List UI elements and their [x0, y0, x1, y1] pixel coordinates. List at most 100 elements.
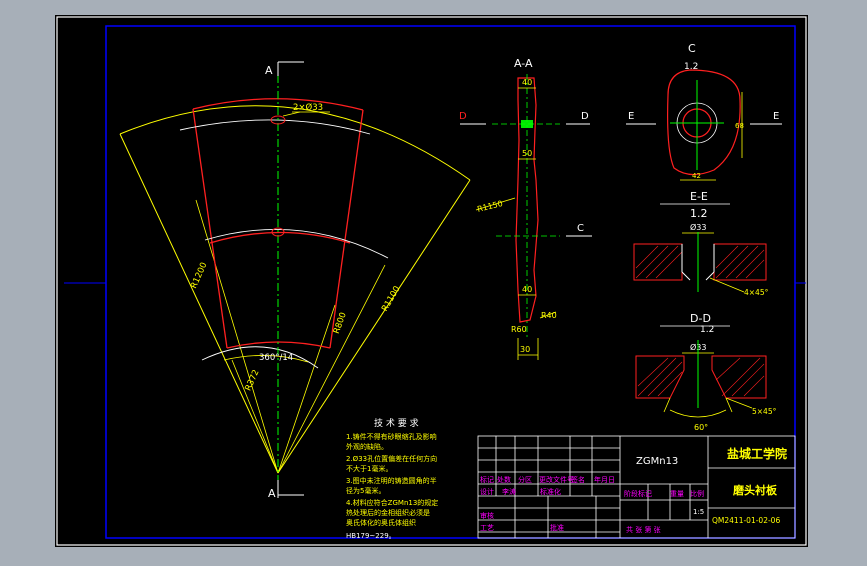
label-c-68: 68	[735, 122, 744, 130]
title-part-name: 磨头衬板	[732, 483, 778, 497]
tech-note-line: 外观的缺陷。	[346, 442, 388, 451]
title-row-label: 年月日	[594, 475, 615, 484]
dim-line-r1200	[195, 199, 279, 474]
title-standard-label: 标准化	[540, 487, 561, 496]
section-aa: A-A 40 50 40 30 R1150 R60 R40 D D C	[459, 57, 592, 360]
arc-r372	[201, 346, 319, 369]
label-section-dd: D-D	[690, 312, 711, 325]
label-a-bottom: A	[268, 487, 276, 500]
tech-note-line: 1.铸件不得有砂眼缩孔及影响	[346, 432, 437, 441]
label-section-aa: A-A	[514, 57, 533, 70]
tech-note-line: 热处理后的金相组织必须是	[346, 508, 430, 517]
label-aa-30: 30	[520, 345, 530, 354]
title-material: ZGMn13	[636, 456, 678, 467]
dim-dd-angle-arc	[669, 409, 727, 418]
title-sheets: 共 张 第 张	[626, 525, 661, 534]
title-process-label: 工艺	[480, 524, 494, 532]
title-approve-label: 批准	[550, 523, 564, 532]
section-dd-left-block	[635, 355, 685, 399]
label-d-left: D	[459, 111, 467, 122]
title-block: ZGMn13 盐城工学院 磨头衬板 QM2411-01-02-06 标记 处数 …	[477, 435, 796, 539]
leader-ee-chamfer	[709, 277, 745, 293]
label-c-42: 42	[692, 172, 701, 180]
tech-note-line: 2.Ø33孔位置偏差在任何方向	[346, 454, 437, 463]
label-ee-dim-top: 1.2	[690, 207, 708, 220]
title-stage-label: 阶段标记	[624, 489, 652, 498]
label-d-right: D	[581, 111, 589, 122]
tech-note-line: 不大于1毫米。	[346, 464, 392, 473]
section-ee-chamfer-l	[681, 271, 691, 281]
dim-dd-ext-r	[725, 397, 733, 413]
dim-line-r372	[231, 359, 279, 474]
label-aa-40-low: 40	[522, 285, 532, 294]
label-ee-dia: Ø33	[690, 222, 706, 232]
section-ee-hatch	[635, 245, 765, 279]
label-e-left: E	[628, 111, 634, 122]
title-check-label: 审核	[480, 511, 494, 520]
title-scale-label: 比例	[690, 489, 704, 498]
view-c: C 1.2 68 42 E E	[626, 42, 782, 181]
title-designer: 李涛	[502, 487, 516, 496]
title-school: 盐城工学院	[727, 446, 787, 461]
view-c-outline	[667, 69, 741, 176]
title-row-label: 更改文件号	[539, 475, 574, 484]
section-aa-outline	[515, 77, 539, 323]
title-scale: 1:5	[693, 508, 704, 516]
label-hole-note: 2×Ø33	[293, 102, 323, 113]
section-aa-hole-mark	[521, 120, 533, 128]
arc-inner-top	[179, 119, 371, 135]
section-dd: D-D 1.2 Ø33 60° 5×45°	[635, 312, 777, 432]
label-aa-40-top: 40	[522, 78, 532, 87]
arc-r1200	[119, 105, 471, 181]
label-r60: R60	[511, 325, 527, 334]
section-ee-chamfer-r	[705, 271, 715, 281]
dim-line-r800	[277, 304, 336, 474]
drawing-canvas	[55, 15, 808, 547]
tech-note-line: 径为5毫米。	[346, 486, 385, 495]
leader-r40	[539, 311, 557, 319]
title-designer-label: 设计	[480, 487, 494, 496]
tech-note-line: HB179~229。	[346, 532, 396, 540]
hole-mid	[271, 227, 285, 237]
label-c-mark: C	[577, 223, 584, 234]
label-view-c: C	[688, 42, 696, 55]
hole-top	[270, 115, 286, 125]
title-row-label: 标记	[480, 475, 494, 484]
title-row-label: 签名	[571, 475, 585, 484]
title-drawing-no: QM2411-01-02-06	[712, 516, 780, 525]
leader-r1150	[475, 197, 516, 211]
title-block-frame	[477, 435, 796, 539]
plate-left-edge	[192, 108, 228, 349]
plate-right-edge	[329, 109, 364, 349]
section-dd-hatch	[637, 357, 765, 397]
tech-note-line: 4.材料应符合ZGMn13的规定	[346, 498, 438, 507]
leader-dd-chamfer	[725, 397, 753, 409]
label-angle: 360°/14	[259, 353, 293, 363]
tech-notes: 技 术 要 求 1.铸件不得有砂眼缩孔及影响 外观的缺陷。 2.Ø33孔位置偏差…	[346, 417, 438, 540]
label-dd-chamfer: 5×45°	[752, 407, 777, 416]
tech-notes-title: 技 术 要 求	[374, 417, 419, 429]
label-aa-50: 50	[522, 149, 532, 158]
fan-edge-left	[119, 133, 279, 474]
title-row-label: 分区	[518, 475, 532, 484]
outer-frame	[56, 16, 807, 546]
tech-note-line: 奥氏体化的奥氏体组织	[346, 518, 416, 527]
dim-line-r1100	[277, 264, 386, 474]
label-dd-dim-top: 1.2	[700, 325, 714, 335]
title-weight-label: 重量	[670, 490, 684, 498]
label-section-ee: E-E	[690, 190, 708, 203]
label-ee-chamfer: 4×45°	[744, 288, 769, 297]
label-dd-angle: 60°	[694, 423, 708, 432]
label-r40: R40	[541, 311, 557, 320]
section-ee: E-E 1.2 Ø33 4×45°	[633, 190, 769, 297]
angle-dim-arc	[223, 355, 309, 363]
dim-dd-ext-l	[663, 397, 671, 413]
arc-r800	[204, 228, 389, 259]
fan-edge-right	[277, 179, 471, 474]
label-a-top: A	[265, 64, 273, 77]
label-c-dim-top: 1.2	[684, 62, 698, 72]
hole-leader	[282, 111, 301, 117]
title-row-label: 处数	[497, 475, 511, 484]
